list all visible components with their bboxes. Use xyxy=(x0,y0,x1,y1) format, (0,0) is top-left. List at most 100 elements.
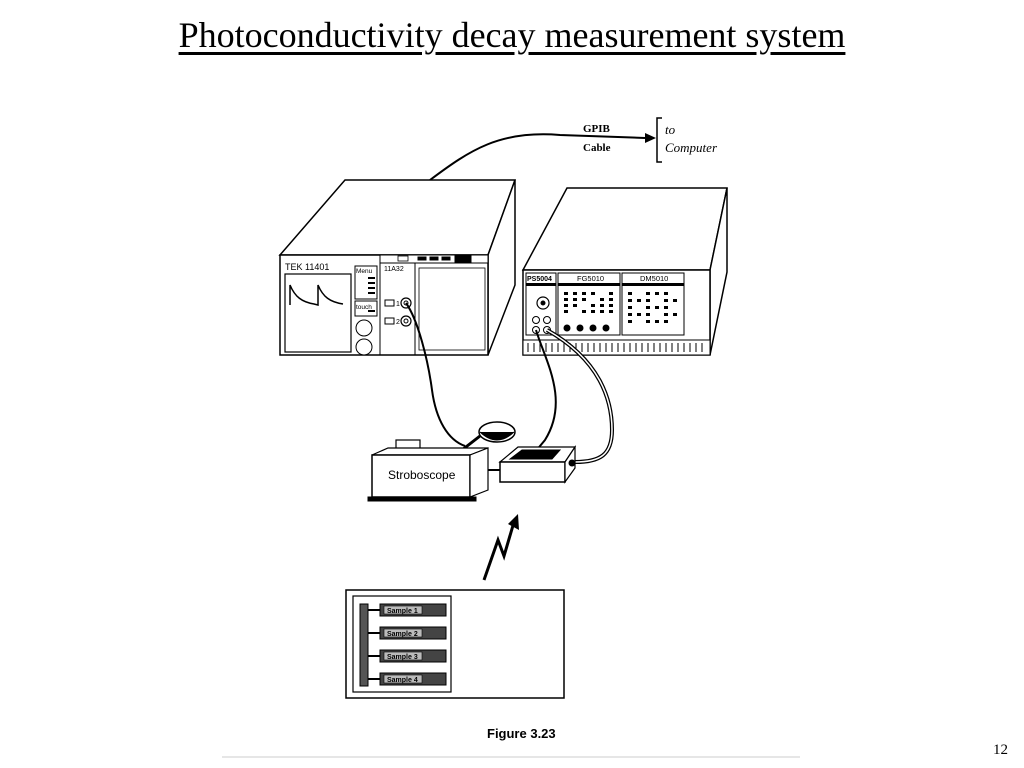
sample-label: Sample 3 xyxy=(387,654,418,661)
dm5010-key xyxy=(628,292,632,295)
fg5010-label: FG5010 xyxy=(577,274,604,283)
to-label: to xyxy=(665,122,676,137)
supply-cable-b-inner xyxy=(546,329,613,463)
oscilloscope-top xyxy=(278,179,517,256)
sample-label: Sample 1 xyxy=(387,608,418,615)
touch-label: touch xyxy=(356,304,372,311)
dm5010-key xyxy=(673,299,677,302)
dm5010-key xyxy=(628,313,632,316)
sample-label-plate xyxy=(383,651,423,661)
fg5010-key xyxy=(609,304,613,307)
instrument-rack xyxy=(521,187,728,356)
menu-label: Menu xyxy=(356,268,373,275)
rack-base-strip xyxy=(522,339,711,356)
channel2-label: 2 xyxy=(396,319,400,326)
sample-head-lens xyxy=(479,431,515,441)
output-terminal-1 xyxy=(532,316,540,324)
dm5010-key xyxy=(664,292,668,295)
sample-strips: Sample 1 Sample 2 Sample 3 Sample 4 xyxy=(368,603,447,686)
menu-panel xyxy=(354,265,378,300)
stroboscope-base xyxy=(367,496,477,502)
fg5010-key xyxy=(600,298,604,301)
dm5010-key xyxy=(664,313,668,316)
sample-strip: Sample 3 xyxy=(368,649,447,663)
dm5010-key xyxy=(646,299,650,302)
fg5010-key xyxy=(564,292,568,295)
channel1-button xyxy=(384,299,395,307)
sample-label: Sample 4 xyxy=(387,677,418,684)
fg5010-key xyxy=(600,304,604,307)
knob-upper xyxy=(355,319,373,337)
connector-box-port xyxy=(568,459,576,467)
fg5010-key xyxy=(591,310,595,313)
channel2-connector-inner xyxy=(403,318,409,324)
rack-top xyxy=(521,187,728,271)
fg5010-key xyxy=(573,298,577,301)
fg5010-key xyxy=(582,310,586,313)
dm5010-key xyxy=(664,306,668,309)
fg5010-round-buttons xyxy=(563,324,610,332)
dm5010-key xyxy=(655,292,659,295)
stroboscope-top xyxy=(371,447,489,456)
stroboscope-label: Stroboscope xyxy=(388,468,456,482)
dm5010-key xyxy=(646,320,650,323)
light-flash-bolt xyxy=(482,521,516,581)
fg5010-key xyxy=(564,304,568,307)
dm5010-key xyxy=(664,299,668,302)
connector-box-front xyxy=(499,461,566,483)
fg5010-key xyxy=(600,310,604,313)
indicator-3 xyxy=(429,256,439,261)
dm5010-key xyxy=(673,313,677,316)
oscilloscope-name: TEK 11401 xyxy=(285,262,329,272)
connector-box-pins xyxy=(508,449,562,460)
sample-rail xyxy=(359,603,369,687)
touch-panel xyxy=(354,300,378,317)
dm5010-key xyxy=(664,320,668,323)
stroboscope xyxy=(367,439,489,502)
decay-waveform xyxy=(289,284,344,306)
rack-vent-ticks xyxy=(527,343,703,352)
stroboscope-body xyxy=(371,454,471,498)
dm5010-key xyxy=(655,320,659,323)
channel2-button xyxy=(384,317,395,325)
computer-bracket xyxy=(656,117,662,163)
indicator-5 xyxy=(454,255,472,263)
fg5010-key xyxy=(582,292,586,295)
fg5010-key xyxy=(564,310,568,313)
gpib-cable xyxy=(429,133,646,181)
stroboscope-side xyxy=(469,447,489,498)
indicator-2 xyxy=(417,256,427,261)
scope-probe-cable xyxy=(405,302,466,447)
fg5010-key xyxy=(591,304,595,307)
indicator-1 xyxy=(397,255,409,262)
computer-label: Computer xyxy=(665,140,718,155)
plugin-label: 11A32 xyxy=(384,266,404,273)
fg5010-key xyxy=(591,292,595,295)
sample-label-plate xyxy=(383,674,423,684)
fg5010-key xyxy=(573,292,577,295)
gpib-arrowhead xyxy=(645,133,656,143)
slide-title: Photoconductivity decay measurement syst… xyxy=(178,15,846,55)
dm5010-key xyxy=(628,299,632,302)
sample-strip: Sample 4 xyxy=(368,672,447,686)
connector-box xyxy=(498,445,577,484)
dm5010-key xyxy=(628,320,632,323)
dm5010-key xyxy=(646,313,650,316)
sample-strip: Sample 2 xyxy=(368,626,447,640)
fg5010-key xyxy=(564,298,568,301)
dm5010-label: DM5010 xyxy=(640,274,668,283)
knob-lower xyxy=(355,338,373,356)
page-number: 12 xyxy=(993,742,1008,758)
module-header-bars xyxy=(526,283,684,286)
sample-label: Sample 2 xyxy=(387,631,418,638)
fg5010-key xyxy=(609,298,613,301)
dm5010-key xyxy=(637,313,641,316)
indicator-4 xyxy=(441,256,451,261)
fg5010-key xyxy=(609,310,613,313)
figure-caption: Figure 3.23 xyxy=(487,726,556,741)
oscilloscope xyxy=(278,179,517,356)
plugin-right-panel xyxy=(418,267,486,351)
dm5010-key xyxy=(646,306,650,309)
dm5010-key xyxy=(655,306,659,309)
